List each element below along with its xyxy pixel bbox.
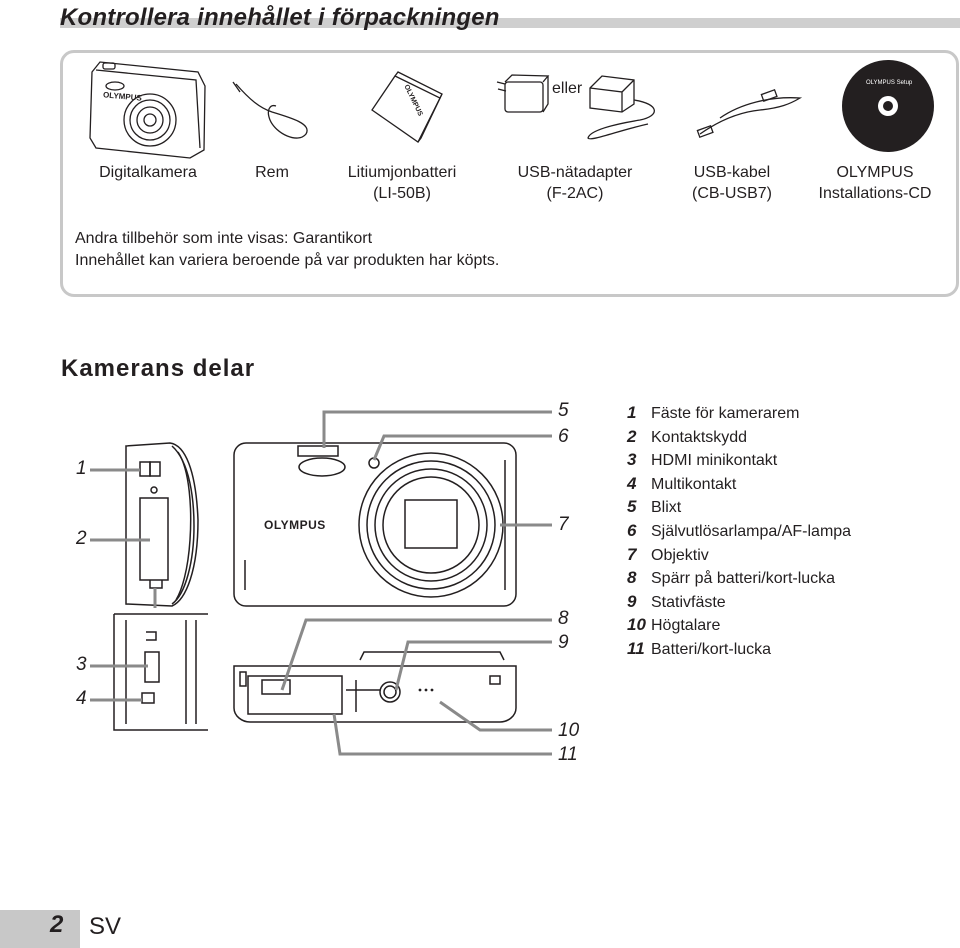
part-number: 9 [627, 591, 637, 611]
package-item-name: Digitalkamera [99, 164, 197, 181]
package-item-name: Litiumjonbatteri [347, 164, 457, 181]
part-label: Multikontakt [651, 475, 737, 493]
list-item: 6 Självutlösarlampa/AF-lampa [627, 520, 851, 544]
callout-7: 7 [558, 514, 569, 535]
callout-11: 11 [558, 744, 578, 765]
list-item: 1 Fäste för kamerarem [627, 402, 851, 426]
page-number: 2 [50, 911, 64, 938]
package-item-usb-adapter: USB-nätadapter (F-2AC) [500, 162, 650, 204]
list-item: 2 Kontaktskydd [627, 426, 851, 450]
package-item-name: USB-kabel [693, 164, 771, 181]
part-label: Blixt [651, 499, 682, 517]
package-item-model: (CB-USB7) [691, 185, 772, 202]
part-number: 7 [627, 544, 637, 564]
package-item-name: OLYMPUS [836, 164, 914, 181]
callout-2: 2 [76, 528, 87, 549]
note-other-accessories: Andra tillbehör som inte visas: Garantik… [75, 230, 373, 247]
list-item: 5 Blixt [627, 496, 851, 520]
part-label: Objektiv [651, 546, 709, 564]
package-item-cd: OLYMPUS Installations-CD [800, 162, 950, 204]
callout-10: 10 [558, 720, 580, 741]
package-item-model: (LI-50B) [373, 185, 431, 202]
part-label: Självutlösarlampa/AF-lampa [651, 522, 852, 540]
or-label: eller [552, 80, 583, 97]
part-label: Stativfäste [651, 593, 726, 611]
part-label: Fäste för kamerarem [651, 405, 800, 422]
part-number: 2 [627, 426, 637, 446]
note-content-variation: Innehållet kan variera beroende på var p… [75, 252, 500, 269]
list-item: 4 Multikontakt [627, 473, 851, 497]
package-item-camera: Digitalkamera [88, 162, 208, 183]
callout-1: 1 [76, 458, 87, 479]
part-number: 11 [627, 638, 645, 658]
part-number: 4 [627, 473, 637, 493]
callout-4: 4 [76, 688, 87, 709]
package-item-name: USB-nätadapter [517, 164, 633, 181]
list-item: 7 Objektiv [627, 544, 851, 568]
package-contents-box [60, 50, 959, 297]
package-item-strap: Rem [232, 162, 312, 183]
list-item: 9 Stativfäste [627, 591, 851, 615]
part-label: HDMI minikontakt [651, 452, 778, 470]
part-number: 5 [627, 497, 637, 517]
list-item: 8 Spärr på batteri/kort-lucka [627, 567, 851, 591]
language-code: SV [89, 913, 122, 940]
callout-3: 3 [76, 654, 87, 675]
parts-list: 1 Fäste för kamerarem 2 Kontaktskydd 3 HDMI… [627, 402, 851, 662]
callout-6: 6 [558, 426, 569, 447]
cd-label: OLYMPUS Setup [866, 80, 913, 86]
package-item-name: Rem [255, 164, 289, 181]
diagram-brand-label: OLYMPUS [264, 518, 326, 532]
list-item: 11 Batteri/kort-lucka [627, 638, 851, 662]
callout-9: 9 [558, 632, 569, 653]
section-title: Kamerans delar [61, 355, 256, 382]
part-label: Spärr på batteri/kort-lucka [651, 570, 836, 588]
camera-illustration [89, 60, 934, 159]
package-item-usb-cable: USB-kabel (CB-USB7) [672, 162, 792, 204]
part-number: 3 [627, 450, 637, 470]
part-number: 10 [627, 615, 646, 635]
part-number: 1 [627, 403, 637, 422]
part-label: Batteri/kort-lucka [651, 640, 772, 658]
package-item-model: (F-2AC) [546, 185, 604, 202]
part-label: Kontaktskydd [651, 428, 748, 446]
page-title: Kontrollera innehållet i förpackningen [60, 4, 500, 31]
title-bar [60, 0, 960, 34]
package-item-model: Installations-CD [818, 185, 932, 202]
part-label: Högtalare [651, 617, 721, 635]
part-number: 6 [627, 520, 637, 540]
callout-8: 8 [558, 608, 569, 629]
part-number: 8 [627, 568, 637, 588]
callout-5: 5 [558, 400, 569, 421]
page-number-tab [0, 910, 80, 948]
package-item-battery: Litiumjonbatteri (LI-50B) [332, 162, 472, 204]
list-item: 10 Högtalare [627, 614, 851, 638]
list-item: 3 HDMI minikontakt [627, 449, 851, 473]
